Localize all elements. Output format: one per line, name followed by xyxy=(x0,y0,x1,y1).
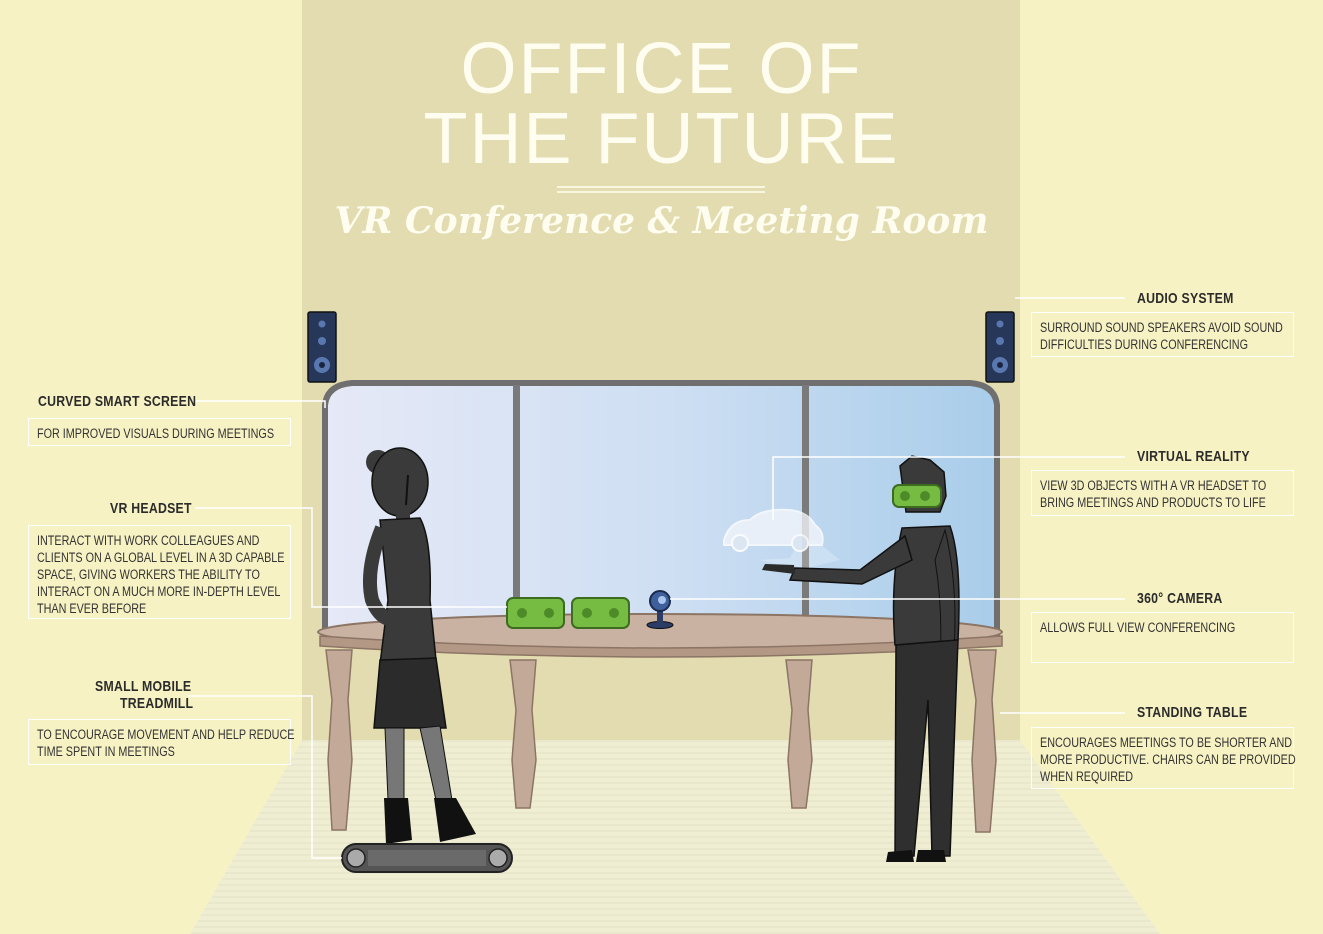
curved-screen-text: FOR IMPROVED VISUALS DURING MEETINGS xyxy=(37,426,275,441)
standing-table-box: ENCOURAGES MEETINGS TO BE SHORTER AND MO… xyxy=(1031,727,1296,789)
page-subtitle: VR Conference & Meeting Room xyxy=(334,200,989,242)
virtual-reality-text: VIEW 3D OBJECTS WITH A VR HEADSET TO BRI… xyxy=(1040,478,1267,510)
treadmill-heading-line2: TREADMILL xyxy=(120,695,194,712)
treadmill-box: TO ENCOURAGE MOVEMENT AND HELP REDUCE TI… xyxy=(28,719,295,765)
left-wall xyxy=(0,0,302,934)
audio-system-heading: AUDIO SYSTEM xyxy=(1137,290,1234,307)
hologram-car xyxy=(723,508,840,570)
page-title-line2: THE FUTURE xyxy=(423,99,900,179)
treadmill-text: TO ENCOURAGE MOVEMENT AND HELP REDUCE TI… xyxy=(37,727,295,759)
vr-headset-box: INTERACT WITH WORK COLLEAGUES AND CLIENT… xyxy=(28,525,291,619)
standing-table-text: ENCOURAGES MEETINGS TO BE SHORTER AND MO… xyxy=(1040,735,1296,784)
treadmill-heading-line1: SMALL MOBILE xyxy=(95,678,192,695)
vr-headset-text: INTERACT WITH WORK COLLEAGUES AND CLIENT… xyxy=(37,533,285,616)
vr-headset-heading: VR HEADSET xyxy=(110,500,192,517)
camera-360-text: ALLOWS FULL VIEW CONFERENCING xyxy=(1040,620,1236,635)
camera-360-heading: 360° CAMERA xyxy=(1137,590,1223,607)
speaker-right xyxy=(985,311,1015,383)
leader-lines xyxy=(188,297,1125,859)
virtual-reality-heading: VIRTUAL REALITY xyxy=(1137,448,1250,465)
mobile-treadmill xyxy=(341,843,513,873)
curved-screen-box: FOR IMPROVED VISUALS DURING MEETINGS xyxy=(28,418,291,446)
woman-figure xyxy=(363,447,476,844)
page-title-line1: OFFICE OF xyxy=(460,29,863,109)
virtual-reality-box: VIEW 3D OBJECTS WITH A VR HEADSET TO BRI… xyxy=(1031,470,1294,516)
audio-system-text: SURROUND SOUND SPEAKERS AVOID SOUND DIFF… xyxy=(1040,320,1283,352)
man-figure xyxy=(762,455,960,862)
audio-system-box: SURROUND SOUND SPEAKERS AVOID SOUND DIFF… xyxy=(1031,312,1294,357)
camera-360 xyxy=(646,590,674,629)
curved-screen-heading: CURVED SMART SCREEN xyxy=(38,393,197,410)
standing-table-heading: STANDING TABLE xyxy=(1137,704,1248,721)
camera-360-box: ALLOWS FULL VIEW CONFERENCING xyxy=(1031,612,1294,663)
speaker-left xyxy=(307,311,337,383)
right-wall xyxy=(1020,0,1323,934)
vr-headsets-on-table xyxy=(506,597,630,629)
